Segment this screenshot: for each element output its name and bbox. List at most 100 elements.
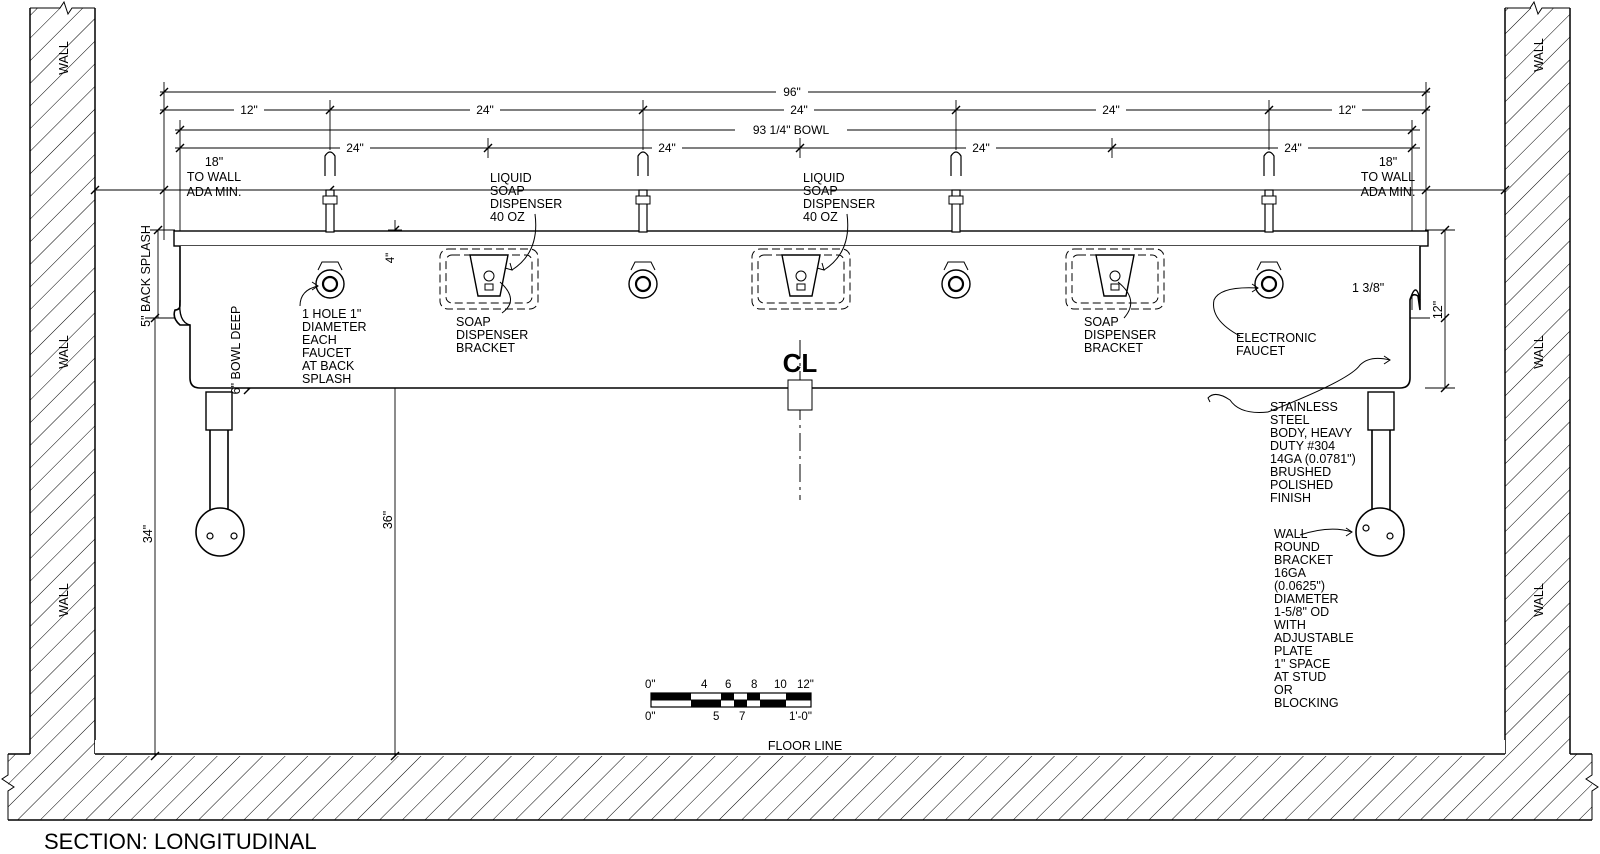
note-line: OR [1274, 683, 1293, 697]
scale-bar: 0" 4 6 8 10 12" 0" 5 7 1'-0" [645, 679, 814, 723]
floor [1, 740, 1599, 821]
note-line: BODY, HEAVY [1270, 426, 1353, 440]
note-line: TO WALL [1361, 170, 1415, 184]
dim-36-label: 36" [381, 511, 395, 529]
note-line: BRACKET [1274, 553, 1333, 567]
note-line: 14GA (0.0781") [1270, 452, 1356, 466]
right-leg [1355, 391, 1405, 557]
note-line: 40 OZ [490, 210, 525, 224]
note-line: BLOCKING [1274, 696, 1339, 710]
centerline-mark: CL [783, 340, 818, 500]
wall-label: WALL [57, 41, 71, 75]
dim-bowl: 93 1/4" BOWL [753, 123, 830, 137]
note-wall-bracket: WALL ROUND BRACKET 16GA (0.0625") DIAMET… [1274, 527, 1354, 710]
note-bracket-1: SOAP DISPENSER BRACKET [456, 315, 528, 355]
note-line: DISPENSER [1084, 328, 1156, 342]
note-line: ADJUSTABLE [1274, 631, 1354, 645]
note-line: TO WALL [187, 170, 241, 184]
note-line: STAINLESS [1270, 400, 1338, 414]
dim-row2-3: 24" [790, 103, 808, 117]
faucet-3 [941, 151, 971, 299]
scale-bottom-label: 5 [713, 711, 719, 723]
note-line: DUTY #304 [1270, 439, 1335, 453]
note-stainless: STAINLESS STEEL BODY, HEAVY DUTY #304 14… [1270, 400, 1356, 505]
note-line: SOAP [490, 184, 525, 198]
note-line: DIAMETER [1274, 592, 1339, 606]
dimension-text: 96" 12" 24" 24" 24" 12" 93 1/4" BOWL 24"… [234, 84, 1362, 155]
dim-row4-3: 24" [972, 141, 990, 155]
note-line: ROUND [1274, 540, 1320, 554]
dim-row4-2: 24" [658, 141, 676, 155]
scale-top-label: 8 [751, 679, 757, 691]
note-line: 1-5/8" OD [1274, 605, 1329, 619]
dim-overall: 96" [783, 85, 801, 99]
note-line: 1" SPACE [1274, 657, 1330, 671]
wall-label: WALL [1532, 583, 1546, 617]
note-line: SPLASH [302, 372, 351, 386]
note-line: POLISHED [1270, 478, 1333, 492]
leaders [299, 213, 1391, 537]
bowl-deep-label: 6" BOWL DEEP [229, 306, 243, 395]
faucet-4 [1254, 151, 1284, 299]
floor-line-label: FLOOR LINE [768, 739, 842, 753]
note-line: 18" [205, 155, 223, 169]
note-soap-dispenser-1: LIQUID SOAP DISPENSER 40 OZ [490, 171, 562, 224]
dim-34-label: 34" [141, 525, 155, 543]
wall-label: WALL [1532, 335, 1546, 369]
soap-dispenser-1 [439, 248, 539, 310]
note-line: WALL [1274, 527, 1308, 541]
dim-row2-4: 24" [1102, 103, 1120, 117]
right-wall [1504, 0, 1571, 754]
note-soap-dispenser-2: LIQUID SOAP DISPENSER 40 OZ [803, 171, 875, 224]
dim-row4-4: 24" [1284, 141, 1302, 155]
left-wall [29, 0, 96, 754]
wall-label: WALL [57, 583, 71, 617]
note-line: WITH [1274, 618, 1306, 632]
note-line: DIAMETER [302, 320, 367, 334]
scale-top-label: 4 [701, 679, 708, 691]
note-line: SOAP [1084, 315, 1119, 329]
wall-label: WALL [57, 335, 71, 369]
soap-dispenser-2 [751, 248, 851, 310]
note-hole: 1 HOLE 1" DIAMETER EACH FAUCET AT BACK S… [302, 307, 367, 386]
dim-12-right-label: 12" [1431, 301, 1445, 319]
note-to-wall-left: 18" TO WALL ADA MIN. [187, 155, 242, 199]
note-electronic-faucet: ELECTRONIC FAUCET [1236, 331, 1317, 358]
scale-top-label: 10 [774, 679, 787, 691]
note-line: ELECTRONIC [1236, 331, 1317, 345]
back-splash-label: 5" BACK SPLASH [139, 225, 153, 327]
dim-row2-2: 24" [476, 103, 494, 117]
note-line: FAUCET [1236, 344, 1286, 358]
scale-bottom-label: 0" [645, 711, 655, 723]
dim-row2-5: 12" [1338, 103, 1356, 117]
scale-top-label: 0" [645, 679, 655, 691]
scale-bottom-label: 1'-0" [789, 711, 812, 723]
note-line: SOAP [803, 184, 838, 198]
wall-label: WALL [1532, 38, 1546, 72]
dim-4-label: 4" [385, 253, 397, 263]
note-line: DISPENSER [490, 197, 562, 211]
note-line: FINISH [1270, 491, 1311, 505]
soap-dispenser-3 [1065, 248, 1165, 310]
note-line: AT BACK [302, 359, 355, 373]
note-line: PLATE [1274, 644, 1313, 658]
note-line: 1 HOLE 1" [302, 307, 361, 321]
note-line: BRACKET [456, 341, 515, 355]
dim-1-3-8-label: 1 3/8" [1352, 281, 1384, 295]
note-line: DISPENSER [803, 197, 875, 211]
note-bracket-2: SOAP DISPENSER BRACKET [1084, 315, 1156, 355]
note-line: LIQUID [490, 171, 532, 185]
note-line: STEEL [1270, 413, 1310, 427]
note-line: 16GA [1274, 566, 1307, 580]
note-line: AT STUD [1274, 670, 1326, 684]
dim-row2-1: 12" [240, 103, 258, 117]
note-line: EACH [302, 333, 337, 347]
note-line: BRACKET [1084, 341, 1143, 355]
note-line: 40 OZ [803, 210, 838, 224]
scale-top-label: 6 [725, 679, 731, 691]
note-line: BRUSHED [1270, 465, 1331, 479]
faucet-2 [628, 151, 658, 299]
note-line: (0.0625") [1274, 579, 1325, 593]
centerline-label: CL [783, 348, 818, 378]
